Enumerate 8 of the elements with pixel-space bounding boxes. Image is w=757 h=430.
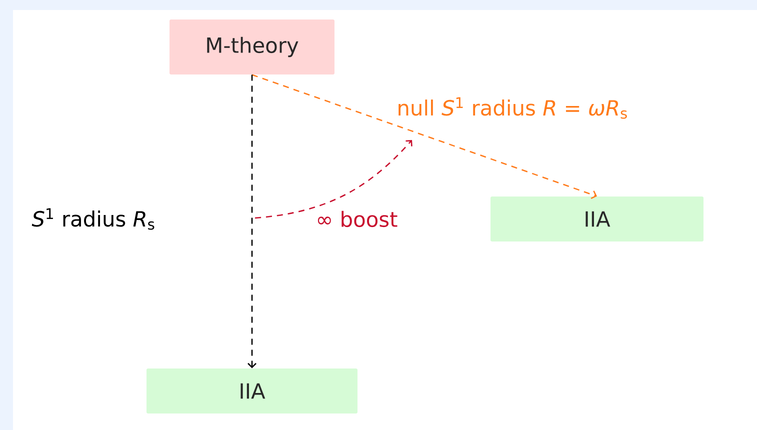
arrow: [248, 74, 256, 368]
arrow: [252, 74, 597, 200]
boost-label: ∞ boost: [314, 209, 400, 229]
edge-label: null S$^{1}$ radius R = ωR$_{s}$: [395, 96, 630, 120]
edge-label: S$^{1}$ radius R$_{s}$: [30, 206, 157, 232]
theory-box: IIA: [146, 368, 358, 414]
theory-box: IIA: [490, 196, 704, 242]
theory-box: M-theory: [170, 20, 334, 74]
